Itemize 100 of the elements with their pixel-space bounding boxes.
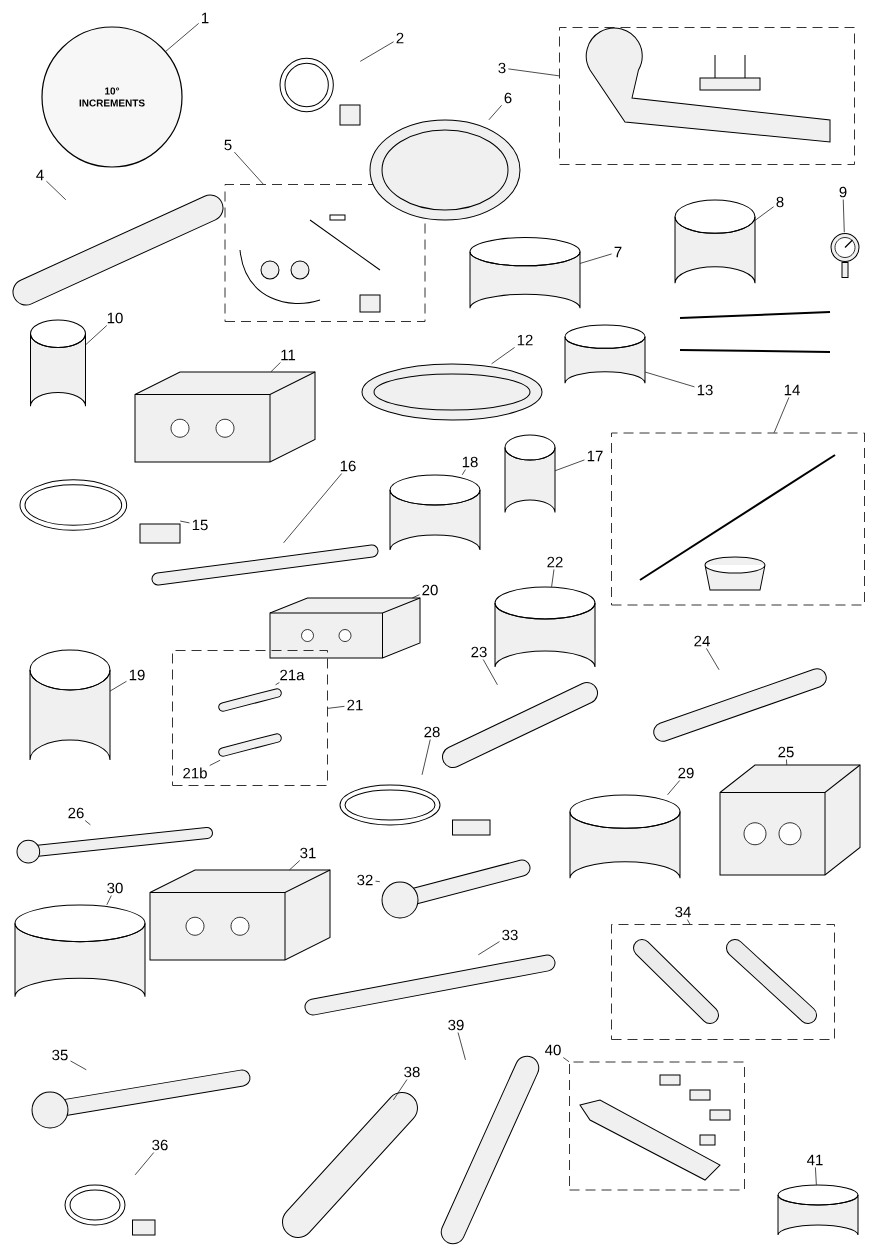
tool-drawing [504,434,556,513]
tool-drawing [653,668,827,742]
callout-number: 12 [517,334,533,346]
leader-line [70,1060,87,1071]
leader-line [46,180,67,201]
leader-line [375,880,381,882]
degree-disc: 10° INCREMENTS [41,26,183,168]
callout-number: 29 [678,767,694,779]
leader-line [786,759,788,766]
tool-drawing [389,474,481,551]
leader-line [359,41,394,62]
leader-line [134,1152,155,1176]
leader-line [488,104,502,121]
callout-number: 5 [224,139,232,151]
group-box [611,924,835,1040]
callout-number: 21b [183,767,207,779]
callout-number: 3 [498,62,506,74]
tool-drawing [569,794,681,879]
callout-number: 28 [424,726,440,738]
tool-drawing [151,544,379,586]
group-box [172,650,328,786]
leader-line [754,206,774,221]
tool-drawing [564,324,646,384]
tool-drawing [830,233,860,278]
group-box [559,27,855,165]
callout-number: 20 [422,584,438,596]
leader-line [686,919,691,925]
leader-line [283,473,343,544]
callout-number: 38 [404,1066,420,1078]
callout-number: 4 [36,169,44,181]
leader-line [667,780,680,796]
leader-line [327,705,345,709]
callout-number: 2 [396,32,404,44]
callout-number: 40 [545,1044,561,1056]
leader-line [491,347,515,365]
callout-number: 7 [614,246,622,258]
leader-line [270,362,281,373]
tool-drawing [339,784,491,836]
leader-line [421,739,431,776]
callout-number: 36 [152,1139,168,1151]
tool-drawing [29,649,111,761]
callout-number: 11 [281,349,296,361]
leader-line [815,1167,817,1186]
callout-number: 21a [280,669,305,681]
callout-number: 24 [694,635,710,647]
callout-number: 19 [129,669,145,681]
tool-drawing [469,237,581,309]
callout-number: 23 [471,646,487,658]
callout-number: 9 [839,186,847,198]
tool-drawing [269,597,421,659]
callout-number: 18 [462,456,478,468]
tool-drawing [361,363,543,421]
leader-line [234,151,264,185]
leader-line [165,23,199,52]
leader-line [482,659,498,686]
callout-number: 1 [202,12,209,24]
callout-number: 30 [107,882,123,894]
leader-line [289,860,301,871]
leader-line [106,895,112,906]
leader-line [412,594,420,599]
callout-number: 33 [502,929,518,941]
callout-number: 15 [192,519,208,531]
tool-drawing [218,688,282,712]
tool-drawing [442,682,598,768]
tool-drawing [279,57,361,126]
tool-drawing [30,319,86,407]
leader-line [842,199,845,233]
callout-number: 34 [675,906,691,918]
tool-drawing [304,954,556,1016]
tool-drawing [12,194,224,306]
tool-drawing [282,1092,418,1238]
tool-drawing [19,479,181,544]
leader-line [393,1079,408,1101]
leader-line [644,371,695,388]
tool-drawing [64,1184,156,1236]
tool-drawing [134,371,316,463]
tool-drawing [369,119,521,221]
leader-line [554,459,585,472]
callout-number: 25 [778,746,794,758]
leader-line [84,820,91,826]
leader-line [209,759,221,766]
callout-number: 39 [448,1019,464,1031]
callout-number: 41 [807,1154,823,1166]
leader-line [275,682,280,686]
tool-drawing [218,733,282,757]
tool-drawing [777,1184,859,1236]
leader-line [179,520,190,524]
callout-number: 32 [357,874,373,886]
callout-number: 21 [347,699,363,711]
tool-drawing [31,1069,251,1129]
tool-drawing [14,904,146,998]
leader-line [461,469,466,476]
tool-drawing [16,827,213,864]
group-box [569,1061,745,1191]
tool-drawing [381,859,531,919]
callout-number: 26 [68,807,84,819]
callout-number: 17 [587,450,603,462]
leader-line [579,253,612,264]
leader-line [562,1057,570,1063]
leader-line [477,941,500,956]
